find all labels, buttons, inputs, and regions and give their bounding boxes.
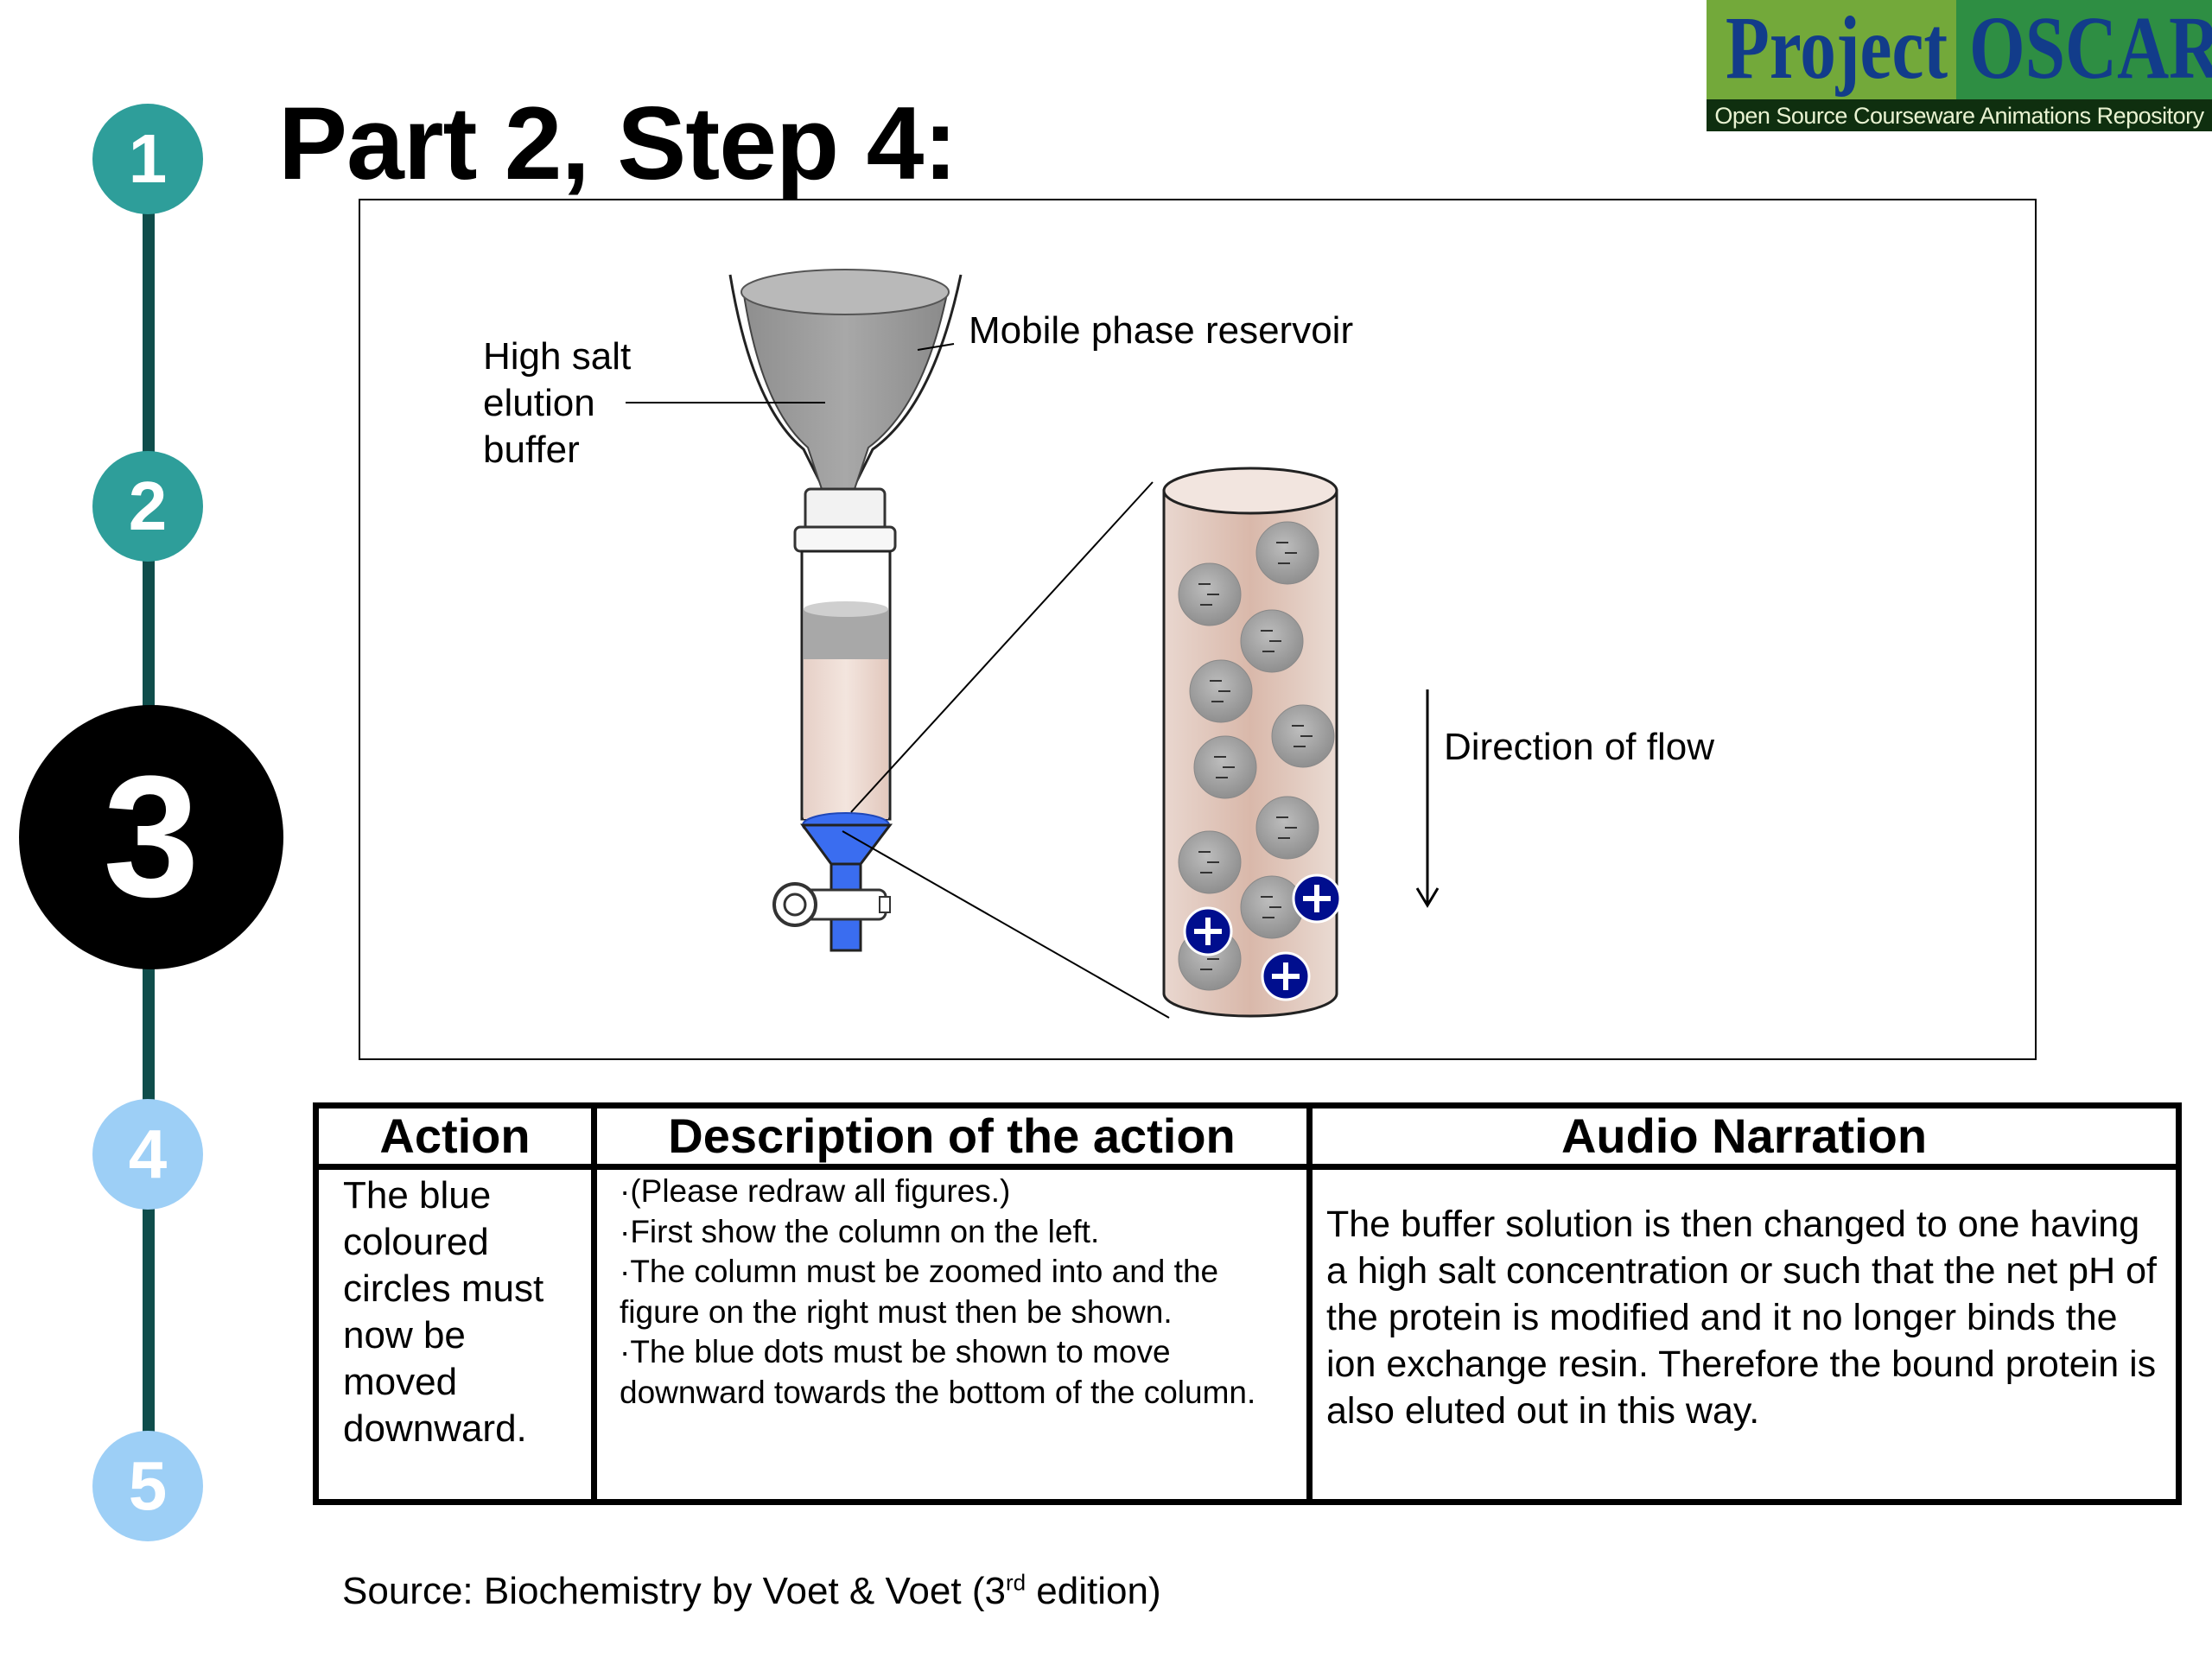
protein-particles — [1183, 873, 1342, 1001]
mobile-phase-reservoir-label: Mobile phase reservoir — [969, 309, 1354, 352]
zoom-line-bottom — [842, 830, 1170, 1019]
resin-beads — [1178, 521, 1335, 991]
chromatography-column — [772, 549, 893, 952]
reservoir-leader-line — [917, 343, 955, 351]
resin-bead-negative — [1178, 830, 1242, 894]
flow-arrow — [1415, 689, 1440, 908]
step-5-number: 5 — [128, 1447, 168, 1524]
source-superscript: rd — [1005, 1569, 1027, 1596]
step-3-badge-current[interactable]: 3 — [19, 705, 283, 969]
step-4-number: 4 — [128, 1115, 168, 1192]
step-5-badge[interactable]: 5 — [92, 1431, 203, 1541]
resin-bead-negative — [1271, 704, 1335, 768]
description-line: ·First show the column on the left. — [620, 1213, 1100, 1249]
description-cell: ·(Please redraw all figures.) ·First sho… — [591, 1164, 1313, 1505]
resin-bead-negative — [1178, 562, 1242, 626]
step-1-number: 1 — [128, 120, 168, 197]
resin-bead-negative — [1189, 659, 1253, 723]
step-2-badge[interactable]: 2 — [92, 451, 203, 562]
header-action: Action — [313, 1102, 597, 1170]
resin-bead-negative — [1255, 521, 1319, 585]
resin-bead-negative — [1240, 609, 1304, 673]
resin-bead-negative — [1193, 735, 1257, 799]
action-cell: The blue coloured circles must now be mo… — [313, 1164, 597, 1505]
description-line: ·(Please redraw all figures.) — [620, 1173, 1011, 1209]
high-salt-buffer-label: High salt elution buffer — [483, 335, 632, 471]
header-audio-narration: Audio Narration — [1306, 1102, 2182, 1170]
description-line: ·The column must be zoomed into and the … — [620, 1254, 1228, 1330]
audio-narration-cell: The buffer solution is then changed to o… — [1306, 1164, 2182, 1505]
zoom-line-top — [850, 481, 1154, 813]
header-description: Description of the action — [591, 1102, 1313, 1170]
mobile-phase-reservoir — [728, 269, 963, 500]
step-2-number: 2 — [128, 467, 168, 544]
resin-bead-negative — [1240, 875, 1304, 939]
logo-word-project: Project — [1726, 0, 1948, 98]
storyboard-table: Action Description of the action Audio N… — [313, 1102, 2182, 1505]
source-text: Source: Biochemistry by Voet & Voet (3 — [342, 1570, 1006, 1612]
step-4-badge[interactable]: 4 — [92, 1099, 203, 1210]
source-text-end: edition) — [1026, 1570, 1161, 1612]
direction-of-flow-label: Direction of flow — [1444, 726, 1715, 768]
step-3-number: 3 — [103, 740, 200, 933]
step-1-badge[interactable]: 1 — [92, 104, 203, 214]
protein-positive — [1292, 873, 1342, 924]
protein-positive — [1183, 906, 1233, 956]
page-title: Part 2, Step 4: — [278, 86, 957, 201]
project-oscar-logo: Project OSCAR Open Source Courseware Ani… — [1707, 0, 2212, 131]
resin-bead-negative — [1255, 796, 1319, 860]
protein-positive — [1261, 951, 1311, 1001]
logo-word-oscar: OSCAR — [1969, 0, 2212, 98]
source-citation: Source: Biochemistry by Voet & Voet (3rd… — [342, 1568, 1161, 1615]
description-line: ·The blue dots must be shown to move dow… — [620, 1334, 1256, 1410]
logo-tagline: Open Source Courseware Animations Reposi… — [1714, 103, 2204, 129]
